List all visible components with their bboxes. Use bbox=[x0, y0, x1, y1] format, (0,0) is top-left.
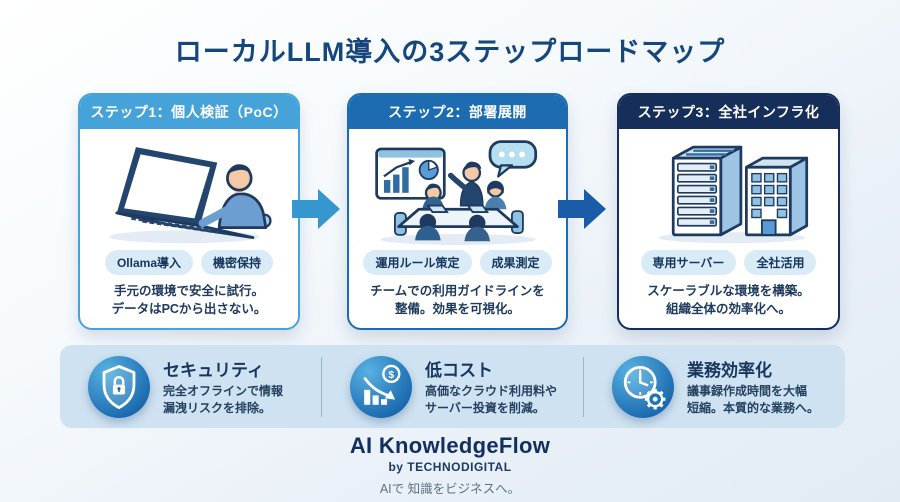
tag-dedicated-server: 専用サーバー bbox=[640, 250, 737, 275]
shield-lock-icon bbox=[88, 355, 150, 418]
step-3-description: スケーラブルな環境を構築。 組織全体の効率化へ。 bbox=[647, 284, 810, 317]
vertical-divider bbox=[583, 356, 584, 417]
brand-tagline: AIで 知識をビジネスへ。 bbox=[379, 482, 521, 496]
step-3-body: 専用サーバー 全社活用 スケーラブルな環境を構築。 組織全体の効率化へ。 bbox=[619, 129, 838, 328]
brand-byline: by TECHNODIGITAL bbox=[388, 460, 512, 474]
benefit-efficiency-text: 業務効率化 議事録作成時間を大幅 短縮。本質的な業務へ。 bbox=[687, 356, 819, 417]
benefit-security-text: セキュリティ 完全オフラインで情報 漏洩リスクを排除。 bbox=[163, 356, 283, 417]
tag-confidentiality: 機密保持 bbox=[201, 250, 274, 275]
benefit-efficiency: 業務効率化 議事録作成時間を大幅 短縮。本質的な業務へ。 bbox=[584, 355, 845, 418]
server-building-illustration bbox=[627, 131, 830, 247]
step-card-2: ステップ2：部署展開 bbox=[347, 93, 568, 330]
step-1-header: ステップ1：個人検証（PoC） bbox=[80, 95, 298, 129]
tag-ollama: Ollama導入 bbox=[104, 250, 193, 275]
benefit-security: セキュリティ 完全オフラインで情報 漏洩リスクを排除。 bbox=[60, 355, 321, 418]
benefit-description: 高価なクラウド利用料や サーバー投資を削減。 bbox=[425, 384, 558, 415]
step-card-1: ステップ1：個人検証（PoC） bbox=[78, 93, 300, 330]
step-1-description: 手元の環境で安全に試行。 データはPCから出さない。 bbox=[111, 284, 267, 317]
cost-down-chart-icon: $ bbox=[350, 355, 412, 418]
step-2-tags: 運用ルール策定 成果測定 bbox=[363, 250, 552, 275]
page-title: ローカルLLM導入の3ステップロードマップ bbox=[174, 37, 726, 67]
benefit-description: 完全オフラインで情報 漏洩リスクを排除。 bbox=[163, 384, 284, 415]
tag-measurement: 成果測定 bbox=[479, 250, 552, 275]
benefit-description: 議事録作成時間を大幅 短縮。本質的な業務へ。 bbox=[687, 384, 820, 415]
benefit-title: セキュリティ bbox=[163, 361, 264, 381]
step-card-3: ステップ3：全社インフラ化 bbox=[617, 93, 840, 330]
benefits-band: セキュリティ 完全オフラインで情報 漏洩リスクを排除。 $ 低コスト 高価 bbox=[60, 345, 845, 428]
benefit-title: 低コスト bbox=[425, 361, 493, 381]
clock-gear-icon bbox=[612, 355, 674, 418]
arrow-right-icon bbox=[292, 186, 340, 232]
step-2-description: チームでの利用ガイドラインを 整備。効果を可視化。 bbox=[370, 284, 545, 317]
benefit-low-cost-text: 低コスト 高価なクラウド利用料や サーバー投資を削減。 bbox=[425, 356, 557, 417]
svg-text:$: $ bbox=[388, 370, 394, 381]
step-3-header: ステップ3：全社インフラ化 bbox=[619, 95, 838, 129]
tag-companywide: 全社活用 bbox=[744, 250, 817, 275]
arrow-right-icon bbox=[558, 186, 606, 232]
benefit-title: 業務効率化 bbox=[687, 361, 772, 381]
vertical-divider bbox=[321, 356, 322, 417]
step-1-tags: Ollama導入 機密保持 bbox=[104, 250, 274, 275]
brand-name: AI KnowledgeFlow bbox=[349, 433, 551, 458]
benefit-low-cost: $ 低コスト 高価なクラウド利用料や サーバー投資を削減。 bbox=[322, 355, 583, 418]
tag-rules: 運用ルール策定 bbox=[363, 250, 472, 275]
step-2-header: ステップ2：部署展開 bbox=[349, 95, 566, 129]
team-meeting-illustration bbox=[357, 131, 558, 247]
step-1-body: Ollama導入 機密保持 手元の環境で安全に試行。 データはPCから出さない。 bbox=[80, 129, 298, 328]
person-laptop-illustration bbox=[88, 131, 290, 247]
footer: AI KnowledgeFlow by TECHNODIGITAL AIで 知識… bbox=[0, 433, 900, 497]
step-2-body: 運用ルール策定 成果測定 チームでの利用ガイドラインを 整備。効果を可視化。 bbox=[349, 129, 566, 328]
step-3-tags: 専用サーバー 全社活用 bbox=[640, 250, 817, 275]
